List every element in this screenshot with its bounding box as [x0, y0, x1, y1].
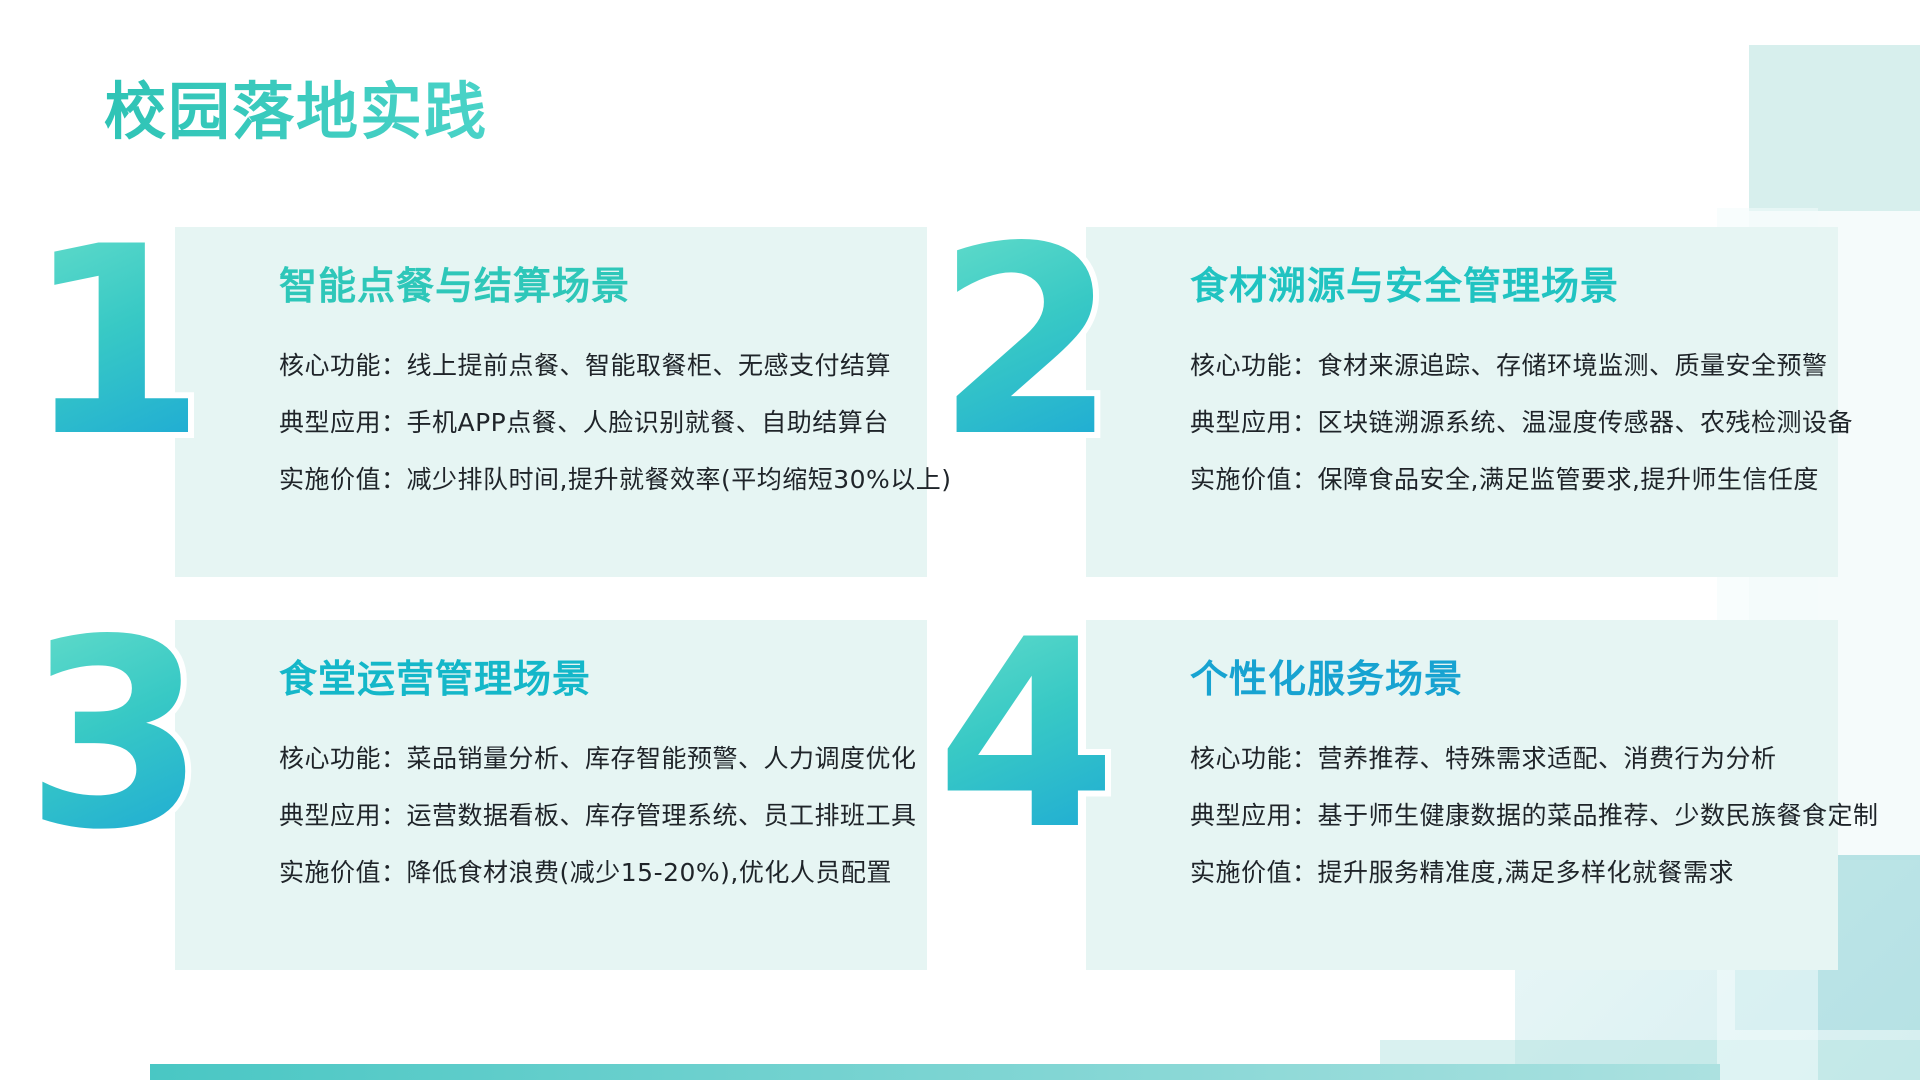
- card-line-core-functions: 核心功能：食材来源追踪、存储环境监测、质量安全预警: [1190, 350, 1828, 380]
- scenario-card-3: 3 3 食堂运营管理场景 核心功能：菜品销量分析、库存智能预警、人力调度优化 典…: [19, 600, 927, 970]
- card-heading: 个性化服务场景: [1190, 657, 1464, 701]
- card-line-core-functions: 核心功能：线上提前点餐、智能取餐柜、无感支付结算: [279, 350, 892, 380]
- card-line-typical-apps: 典型应用：基于师生健康数据的菜品推荐、少数民族餐食定制: [1190, 800, 1879, 830]
- card-line-typical-apps: 典型应用：区块链溯源系统、温湿度传感器、农残检测设备: [1190, 407, 1854, 437]
- card-heading: 智能点餐与结算场景: [279, 264, 631, 308]
- bottom-accent-bar: [150, 1064, 1720, 1080]
- scenario-card-1: 1 1 智能点餐与结算场景 核心功能：线上提前点餐、智能取餐柜、无感支付结算 典…: [19, 207, 952, 577]
- card-heading: 食材溯源与安全管理场景: [1190, 264, 1620, 308]
- card-number-4: 4 4: [930, 585, 1123, 887]
- card-number-2: 2 2: [930, 192, 1123, 494]
- card-line-core-functions: 核心功能：营养推荐、特殊需求适配、消费行为分析: [1190, 743, 1777, 773]
- page-title: 校园落地实践: [104, 72, 488, 153]
- card-line-typical-apps: 典型应用：手机APP点餐、人脸识别就餐、自助结算台: [279, 407, 889, 437]
- card-line-impl-value: 实施价值：减少排队时间,提升就餐效率(平均缩短30%以上): [279, 464, 952, 494]
- scenario-card-4: 4 4 个性化服务场景 核心功能：营养推荐、特殊需求适配、消费行为分析 典型应用…: [930, 600, 1879, 970]
- card-number-3: 3 3: [19, 585, 212, 887]
- card-number-1: 1 1: [19, 192, 212, 494]
- decor-rect-top-right: [1749, 45, 1920, 211]
- scenario-card-2: 2 2 食材溯源与安全管理场景 核心功能：食材来源追踪、存储环境监测、质量安全预…: [930, 207, 1854, 577]
- card-line-typical-apps: 典型应用：运营数据看板、库存管理系统、员工排班工具: [279, 800, 917, 830]
- card-line-core-functions: 核心功能：菜品销量分析、库存智能预警、人力调度优化: [279, 743, 917, 773]
- card-heading: 食堂运营管理场景: [279, 657, 592, 701]
- card-line-impl-value: 实施价值：降低食材浪费(减少15-20%),优化人员配置: [279, 857, 892, 887]
- card-line-impl-value: 实施价值：保障食品安全,满足监管要求,提升师生信任度: [1190, 464, 1819, 494]
- card-line-impl-value: 实施价值：提升服务精准度,满足多样化就餐需求: [1190, 857, 1734, 887]
